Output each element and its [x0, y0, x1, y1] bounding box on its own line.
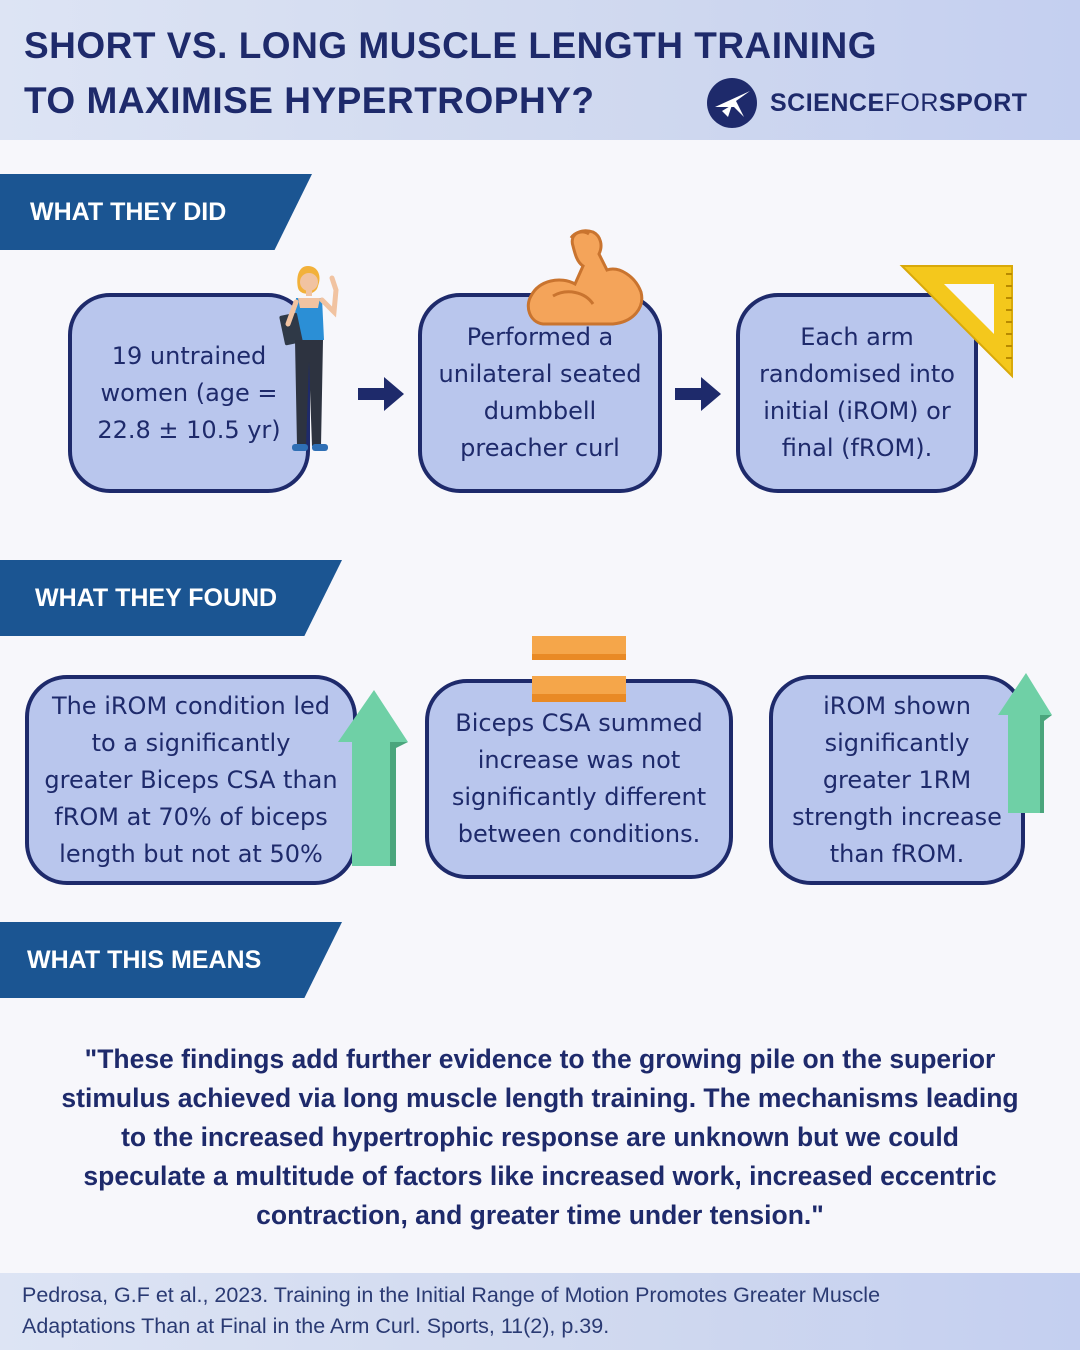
found-card-1rm: iROM shown significantly greater 1RM str…: [769, 675, 1025, 885]
did-card-participants: 19 untrained women (age = 22.8 ± 10.5 yr…: [68, 293, 310, 493]
title-line-1: SHORT VS. LONG MUSCLE LENGTH TRAINING: [24, 25, 878, 66]
section-banner-what-this-means: WHAT THIS MEANS: [0, 922, 342, 998]
card-line: than fROM.: [829, 839, 965, 868]
up-arrow-icon: [998, 673, 1052, 813]
card-line: unilateral seated: [438, 360, 642, 388]
card-line: dumbbell: [483, 397, 597, 425]
citation: Pedrosa, G.F et al., 2023. Training in t…: [22, 1280, 1062, 1342]
card-line: greater Biceps CSA than: [44, 765, 338, 794]
card-line: preacher curl: [460, 434, 620, 462]
science-for-sport-logo: SCIENCEFORSPORT: [706, 76, 1028, 130]
quote-line: to the increased hypertrophic response a…: [121, 1122, 959, 1152]
page-title: SHORT VS. LONG MUSCLE LENGTH TRAINING TO…: [24, 18, 984, 128]
card-line: women (age =: [100, 378, 278, 407]
card-line: length but not at 50%: [59, 839, 323, 868]
logo-word-sport: SPORT: [938, 88, 1028, 117]
card-line: strength increase: [792, 802, 1002, 831]
section-banner-what-they-found: WHAT THEY FOUND: [0, 560, 342, 636]
found-card-csa-70: The iROM condition led to a significantl…: [25, 675, 357, 885]
logo-wordmark: SCIENCEFORSPORT: [770, 89, 1028, 118]
card-line: greater 1RM: [822, 765, 972, 794]
plane-logo-icon: [707, 78, 757, 128]
title-line-2: TO MAXIMISE HYPERTROPHY?: [24, 80, 595, 121]
card-line: final (fROM).: [781, 434, 933, 462]
citation-line: Pedrosa, G.F et al., 2023. Training in t…: [22, 1283, 881, 1307]
card-line: between conditions.: [457, 820, 701, 848]
quote-line: "These findings add further evidence to …: [84, 1044, 996, 1074]
flexed-bicep-icon: [526, 229, 644, 326]
card-line: 22.8 ± 10.5 yr): [97, 415, 281, 444]
quote-line: speculate a multitude of factors like in…: [83, 1161, 997, 1191]
card-line: iROM shown: [823, 691, 971, 720]
card-line: Biceps CSA summed: [455, 709, 703, 737]
card-line: The iROM condition led: [51, 691, 331, 720]
card-line: 19 untrained: [111, 341, 267, 370]
header-band: [0, 0, 1080, 140]
card-line: increase was not: [477, 746, 681, 774]
logo-word-science: SCIENCE: [770, 88, 885, 117]
equals-icon: [532, 636, 626, 702]
did-card-randomisation: Each arm randomised into initial (iROM) …: [736, 293, 978, 493]
card-line: to a significantly: [91, 728, 291, 757]
card-line: fROM at 70% of biceps: [54, 802, 328, 831]
logo-word-for: FOR: [884, 88, 939, 117]
card-line: randomised into: [759, 360, 955, 388]
found-card-csa-summed: Biceps CSA summed increase was not signi…: [425, 679, 733, 879]
card-line: significantly: [824, 728, 970, 757]
quote-line: contraction, and greater time under tens…: [256, 1200, 824, 1230]
card-line: Each arm: [800, 323, 914, 351]
section-banner-what-they-did: WHAT THEY DID: [0, 174, 312, 250]
citation-line: Adaptations Than at Final in the Arm Cur…: [22, 1314, 610, 1338]
quote-line: stimulus achieved via long muscle length…: [61, 1083, 1019, 1113]
conclusion-quote: "These findings add further evidence to …: [30, 1040, 1050, 1235]
card-line: Performed a: [466, 323, 614, 351]
right-arrow-icon: [675, 377, 721, 411]
card-line: initial (iROM) or: [763, 397, 951, 425]
woman-clipboard-icon: [279, 266, 339, 451]
up-arrow-icon: [338, 690, 408, 866]
footer-band: [0, 1273, 1080, 1350]
set-square-icon: [899, 265, 1013, 379]
right-arrow-icon: [358, 377, 404, 411]
card-line: significantly different: [451, 783, 707, 811]
